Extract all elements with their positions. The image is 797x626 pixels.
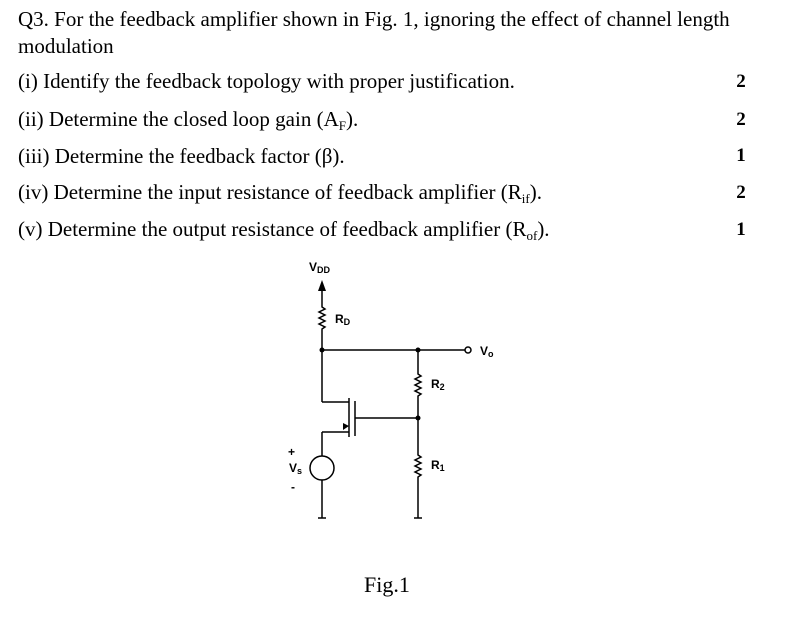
r2-resistor xyxy=(413,371,423,399)
item-text: (i) Identify the feedback topology with … xyxy=(18,69,515,93)
item-marks-5: 1 xyxy=(736,219,746,240)
item-text: (iv) Determine the input resistance of f… xyxy=(18,180,522,204)
item-marks-4: 2 xyxy=(736,182,746,203)
junction-dot xyxy=(415,415,421,421)
vs-source xyxy=(309,455,335,481)
item-marks-2: 2 xyxy=(736,109,746,130)
vs-minus-label: - xyxy=(291,480,295,494)
vo-label: Vo xyxy=(480,344,494,359)
item-subscript: of xyxy=(526,228,538,243)
item-marks-1: 2 xyxy=(736,71,746,92)
question-item-3: (iii) Determine the feedback factor (β). xyxy=(18,143,718,169)
item-text-end: ). xyxy=(537,217,550,241)
vo-terminal xyxy=(464,346,472,354)
rd-resistor xyxy=(317,304,327,333)
vdd-arrow-icon xyxy=(318,280,326,291)
r2-label: R2 xyxy=(431,377,445,392)
item-marks-3: 1 xyxy=(736,145,746,166)
item-text: (iii) Determine the feedback factor (β). xyxy=(18,144,345,168)
junction-dot xyxy=(415,347,421,353)
junction-dot xyxy=(319,347,325,353)
item-text: (v) Determine the output resistance of f… xyxy=(18,217,527,241)
item-subscript: if xyxy=(521,191,530,206)
item-text-end: ). xyxy=(345,107,359,131)
mosfet-arrow-icon xyxy=(343,423,349,430)
vdd-label: VDD xyxy=(309,260,331,275)
question-item-4: (iv) Determine the input resistance of f… xyxy=(18,179,718,205)
r1-resistor xyxy=(413,452,423,480)
question-text: Q3. For the feedback amplifier shown in … xyxy=(18,7,730,58)
question-item-2: (ii) Determine the closed loop gain (AF)… xyxy=(18,106,718,132)
vs-plus-label: + xyxy=(288,445,295,459)
vs-label: Vs xyxy=(289,461,302,476)
question-item-5: (v) Determine the output resistance of f… xyxy=(18,216,718,242)
item-text-end: ). xyxy=(529,180,542,204)
r1-label: R1 xyxy=(431,458,445,473)
rd-label: RD xyxy=(335,312,351,327)
question-item-1: (i) Identify the feedback topology with … xyxy=(18,68,718,94)
item-text: (ii) Determine the closed loop gain (A xyxy=(18,107,339,131)
figure-caption: Fig.1 xyxy=(364,572,410,597)
item-subscript: F xyxy=(338,118,346,133)
